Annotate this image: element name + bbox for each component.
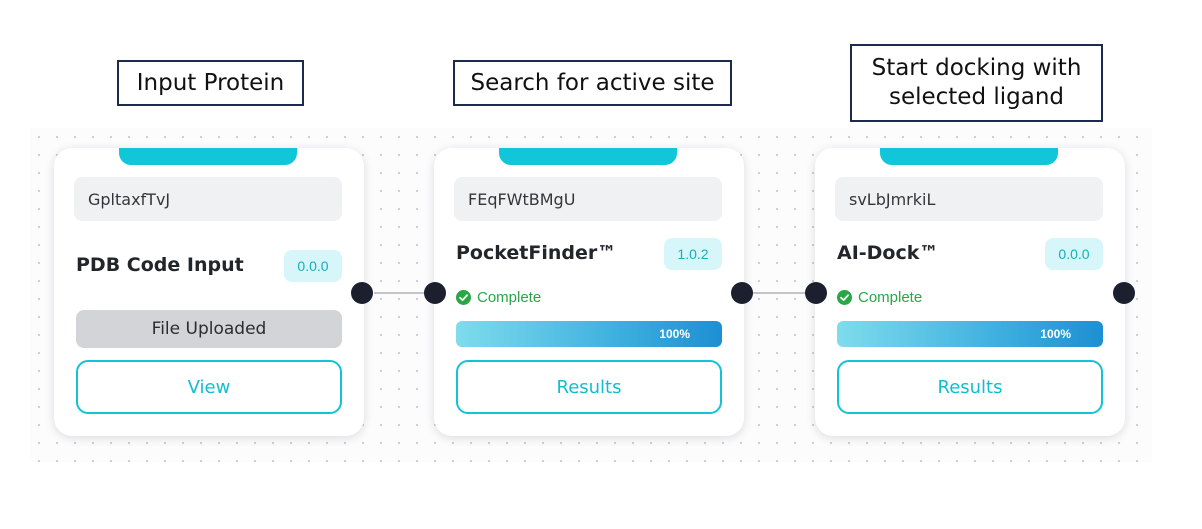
version-badge: 0.0.0: [284, 250, 342, 282]
input-port[interactable]: [805, 282, 827, 304]
progress-fill: [837, 321, 1103, 347]
check-circle-icon: [456, 290, 471, 305]
progress-label: 100%: [659, 327, 690, 341]
output-port[interactable]: [731, 282, 753, 304]
node-id-field: FEqFWtBMgU: [454, 177, 722, 221]
progress-bar: 100%: [456, 321, 722, 347]
version-badge: 1.0.2: [664, 238, 722, 270]
step-label-search-active-site: Search for active site: [453, 60, 732, 106]
view-button[interactable]: View: [76, 360, 342, 414]
results-button[interactable]: Results: [837, 360, 1103, 414]
results-button[interactable]: Results: [456, 360, 722, 414]
connection-edge: [752, 292, 808, 294]
node-id-field: svLbJmrkiL: [835, 177, 1103, 221]
status-text: Complete: [477, 289, 542, 306]
step-label-input-protein: Input Protein: [117, 60, 304, 106]
file-status-badge: File Uploaded: [76, 310, 342, 348]
version-badge: 0.0.0: [1045, 238, 1103, 270]
check-circle-icon: [837, 290, 852, 305]
step-label-start-docking: Start docking with selected ligand: [850, 44, 1103, 122]
output-port[interactable]: [1113, 282, 1135, 304]
progress-fill: [456, 321, 722, 347]
node-title: AI-Dock™: [837, 242, 939, 264]
node-card-pdb-code-input[interactable]: GpltaxfTvJ PDB Code Input 0.0.0 File Upl…: [54, 148, 364, 436]
output-port[interactable]: [351, 282, 373, 304]
connection-edge: [374, 292, 426, 294]
node-card-ai-dock[interactable]: svLbJmrkiL AI-Dock™ 0.0.0 Complete 100% …: [815, 148, 1125, 436]
node-card-pocketfinder[interactable]: FEqFWtBMgU PocketFinder™ 1.0.2 Complete …: [434, 148, 744, 436]
progress-label: 100%: [1040, 327, 1071, 341]
card-header-tab: [499, 148, 677, 165]
status-row: Complete: [837, 289, 922, 306]
input-port[interactable]: [424, 282, 446, 304]
status-row: Complete: [456, 289, 541, 306]
node-title: PocketFinder™: [456, 242, 617, 264]
status-text: Complete: [858, 289, 923, 306]
card-header-tab: [880, 148, 1058, 165]
card-header-tab: [119, 148, 297, 165]
node-id-field: GpltaxfTvJ: [74, 177, 342, 221]
node-title: PDB Code Input: [76, 254, 244, 276]
progress-bar: 100%: [837, 321, 1103, 347]
